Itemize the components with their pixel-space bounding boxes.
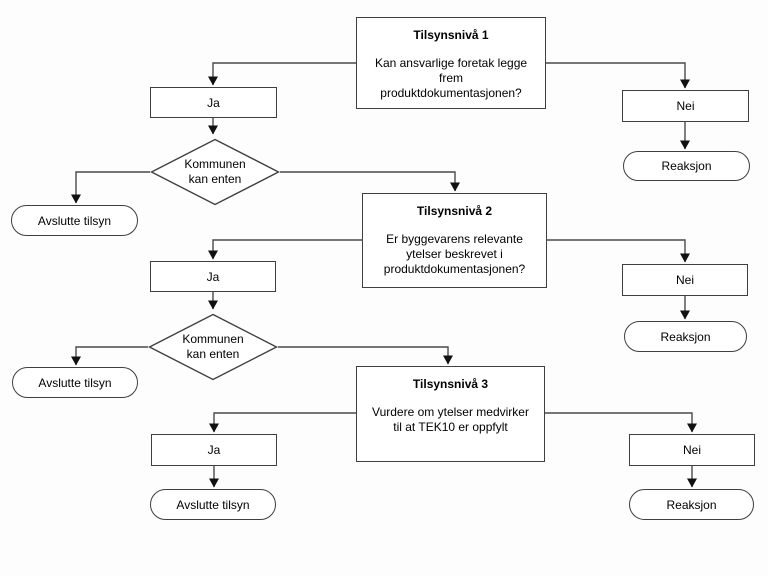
avslutte-label-level3: Avslutte tilsyn xyxy=(176,497,250,512)
reaksjon-label-level3: Reaksjon xyxy=(666,497,717,512)
decision-label-level1: Kommunen kan enten xyxy=(184,157,246,186)
process-box-level1: Tilsynsnivå 1 Kan ansvarlige foretak leg… xyxy=(356,17,546,109)
yes-box-level1: Ja xyxy=(150,87,277,118)
yes-box-level2: Ja xyxy=(150,261,276,292)
level3-question: Vurdere om ytelser medvirker til at TEK1… xyxy=(372,405,529,434)
decision-label-level2: Kommunen kan enten xyxy=(182,332,244,361)
reaksjon-label-level1: Reaksjon xyxy=(661,159,712,173)
level2-title: Tilsynsnivå 2 xyxy=(416,204,493,218)
no-box-level1: Nei xyxy=(622,90,749,122)
end-reaksjon-level3: Reaksjon xyxy=(629,489,754,520)
no-box-level3: Nei xyxy=(629,434,755,466)
reaksjon-label-level2: Reaksjon xyxy=(660,329,711,344)
decision-diamond-level1: Kommunen kan enten xyxy=(150,138,280,206)
level1-question: Kan ansvarlige foretak legge frem produk… xyxy=(374,56,528,100)
end-reaksjon-level1: Reaksjon xyxy=(623,151,750,181)
no-label-level3: Nei xyxy=(682,443,701,457)
end-avslutte-level2: Avslutte tilsyn xyxy=(12,367,138,398)
no-label-level1: Nei xyxy=(676,99,695,113)
no-box-level2: Nei xyxy=(622,264,748,296)
end-reaksjon-level2: Reaksjon xyxy=(624,321,747,352)
yes-label-level2: Ja xyxy=(206,269,220,284)
yes-box-level3: Ja xyxy=(151,434,277,466)
yes-label-level1: Ja xyxy=(207,95,220,110)
yes-label-level3: Ja xyxy=(207,443,221,457)
avslutte-label-level2: Avslutte tilsyn xyxy=(38,375,112,390)
level3-title: Tilsynsnivå 3 xyxy=(412,377,489,391)
level1-title: Tilsynsnivå 1 xyxy=(413,28,489,42)
process-box-level2: Tilsynsnivå 2 Er byggevarens relevante y… xyxy=(362,193,547,288)
decision-diamond-level2: Kommunen kan enten xyxy=(148,313,278,381)
end-avslutte-level1: Avslutte tilsyn xyxy=(11,205,138,236)
process-box-level3: Tilsynsnivå 3 Vurdere om ytelser medvirk… xyxy=(356,366,545,462)
no-label-level2: Nei xyxy=(675,273,694,287)
avslutte-label-level1: Avslutte tilsyn xyxy=(37,213,112,228)
level2-question: Er byggevarens relevante ytelser beskrev… xyxy=(383,232,526,276)
end-avslutte-level3: Avslutte tilsyn xyxy=(150,489,276,520)
